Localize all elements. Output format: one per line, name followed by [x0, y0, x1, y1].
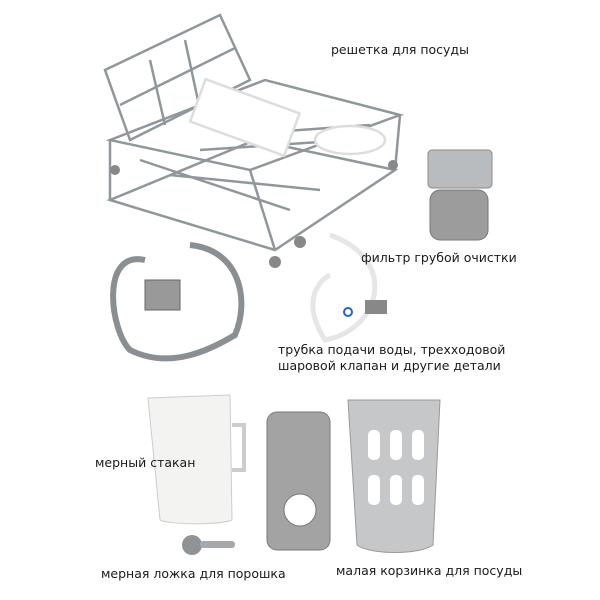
dish-rack-image — [103, 13, 405, 252]
measuring-cup-image — [147, 394, 246, 525]
label-measuring-spoon: мерная ложка для порошка — [101, 566, 286, 581]
label-water-tube-line1: трубка подачи воды, трехходовой — [278, 342, 506, 357]
measuring-spoon-image — [182, 535, 235, 555]
label-coarse-filter: фильтр грубой очистки — [361, 250, 517, 265]
coarse-filter-image — [427, 149, 493, 241]
label-dish-rack: решетка для посуды — [331, 42, 469, 57]
label-water-tube-line2: шаровой клапан и другие детали — [278, 358, 501, 373]
label-small-basket: малая корзинка для посуды — [336, 563, 523, 578]
label-measuring-cup: мерный стакан — [95, 455, 196, 470]
small-basket-image — [347, 399, 441, 553]
rack-wheels — [110, 160, 398, 268]
water-tube-image — [310, 232, 387, 343]
drain-hose-image — [110, 242, 245, 362]
mesh-filter-image — [266, 411, 331, 551]
